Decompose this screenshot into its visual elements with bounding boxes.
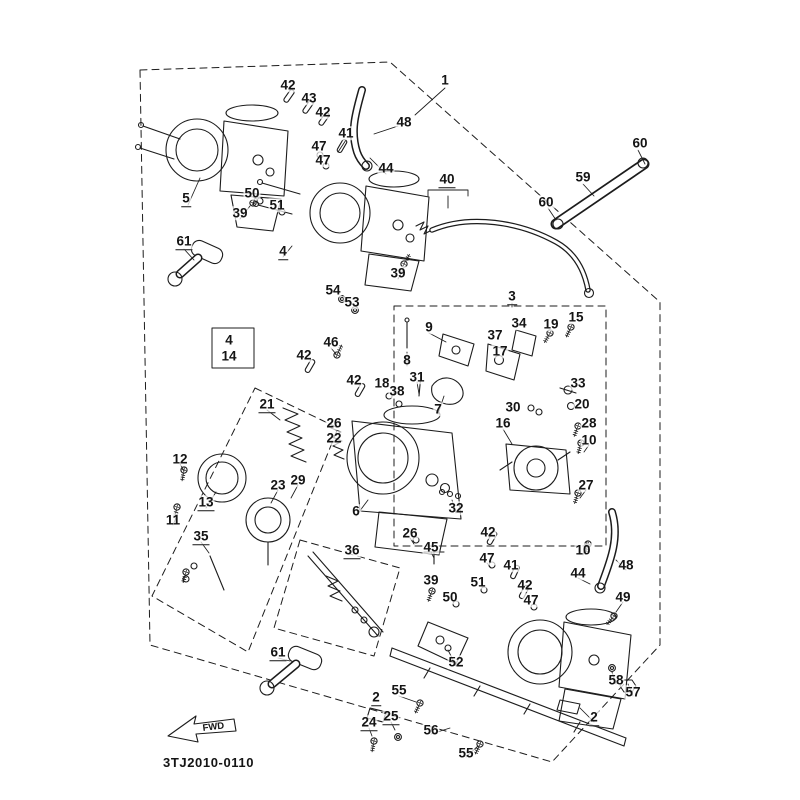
clamp-44-right — [594, 582, 606, 594]
dashed-boundary — [139, 61, 661, 763]
throttle-cable-40 — [415, 218, 595, 299]
main-outline — [139, 61, 661, 763]
fuel-joint-61-top — [167, 239, 224, 287]
hose-48-top — [349, 86, 373, 172]
leader-lines — [172, 87, 646, 758]
group-3-box — [393, 305, 607, 547]
stay-2-right — [556, 699, 581, 715]
fwd-marker: FWD — [167, 715, 237, 743]
label-40-bracket — [427, 189, 469, 209]
group-36-box — [273, 539, 401, 657]
bracket-56 — [389, 647, 627, 747]
clamp-60-right — [637, 157, 649, 169]
spring-21 — [282, 407, 307, 463]
fwd-label: FWD — [202, 720, 225, 734]
fwd-arrow-icon — [167, 715, 237, 743]
clamp-60-left — [552, 218, 564, 230]
starter-shaft-group-36 — [307, 551, 384, 638]
group-4-14-box — [211, 327, 255, 369]
clamp-44-top — [361, 160, 373, 172]
bracket-52 — [417, 621, 469, 665]
group-left-box — [151, 387, 339, 653]
hose-48-right — [594, 508, 619, 594]
carburetor-4-drawing — [252, 170, 430, 292]
throttle-linkage-group-3 — [438, 329, 577, 495]
fuel-joint-61-bottom — [259, 645, 323, 696]
part-code: 3TJ2010-0110 — [163, 755, 255, 770]
spring-22 — [330, 427, 345, 460]
carburetor-5-drawing — [134, 104, 289, 232]
fuel-pipe-59 — [550, 157, 650, 230]
vacuum-piston-group — [182, 407, 345, 591]
carburetor-center-drawing — [346, 317, 464, 556]
stay-2-left — [366, 707, 387, 723]
float-7 — [431, 377, 464, 405]
